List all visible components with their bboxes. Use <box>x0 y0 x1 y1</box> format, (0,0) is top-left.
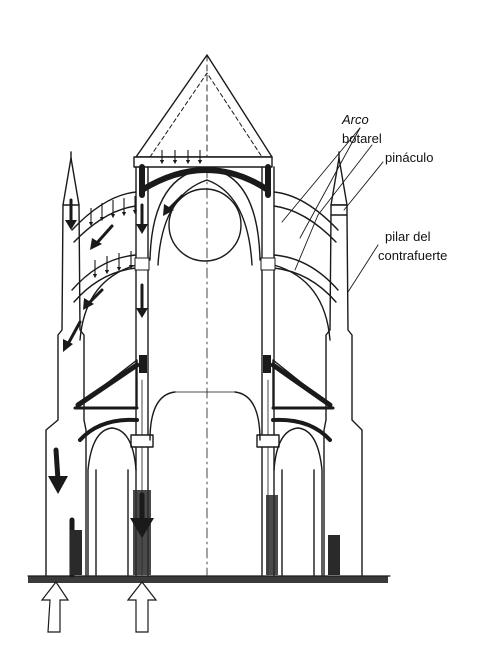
buttress-pier-right <box>323 151 363 576</box>
up-arrow-icon <box>40 580 70 633</box>
label-arco: Arco <box>342 112 369 127</box>
down-arrow-icon <box>53 447 61 483</box>
thrust-arrows <box>48 194 184 538</box>
aisle-vault-left <box>78 417 139 576</box>
label-botarel: botarel <box>342 131 382 146</box>
up-arrow-icon <box>126 581 158 633</box>
nave-arch <box>149 167 261 266</box>
flying-buttress-left <box>71 191 137 341</box>
nave-pier-right <box>256 166 280 576</box>
nave-vault-top <box>133 156 273 198</box>
label-pilar-line2: contrafuerte <box>378 248 448 263</box>
diagonal-arrow-icon <box>86 288 104 306</box>
label-pinaculo: pináculo <box>385 150 434 165</box>
flying-buttress-right <box>273 191 339 341</box>
roof-gable <box>135 54 273 158</box>
label-pilar-line1: pilar del <box>385 229 431 244</box>
aisle-roof-right <box>270 359 335 410</box>
aisle-vault-right <box>271 417 332 576</box>
aisle-roof-left <box>73 359 140 410</box>
rose-window <box>168 188 242 262</box>
buttress-pier-left <box>45 151 87 578</box>
diagonal-arrow-icon <box>166 194 184 212</box>
diagonal-arrow-icon <box>94 224 114 246</box>
nave-inner-arches <box>149 391 261 441</box>
roof-load-arrows <box>159 150 203 165</box>
diagonal-arrow-icon <box>66 320 82 346</box>
leader-lines <box>281 127 384 293</box>
buttress-load-arrows <box>88 196 138 279</box>
ground-reaction-arrows <box>40 580 158 633</box>
ground-line <box>27 575 391 583</box>
